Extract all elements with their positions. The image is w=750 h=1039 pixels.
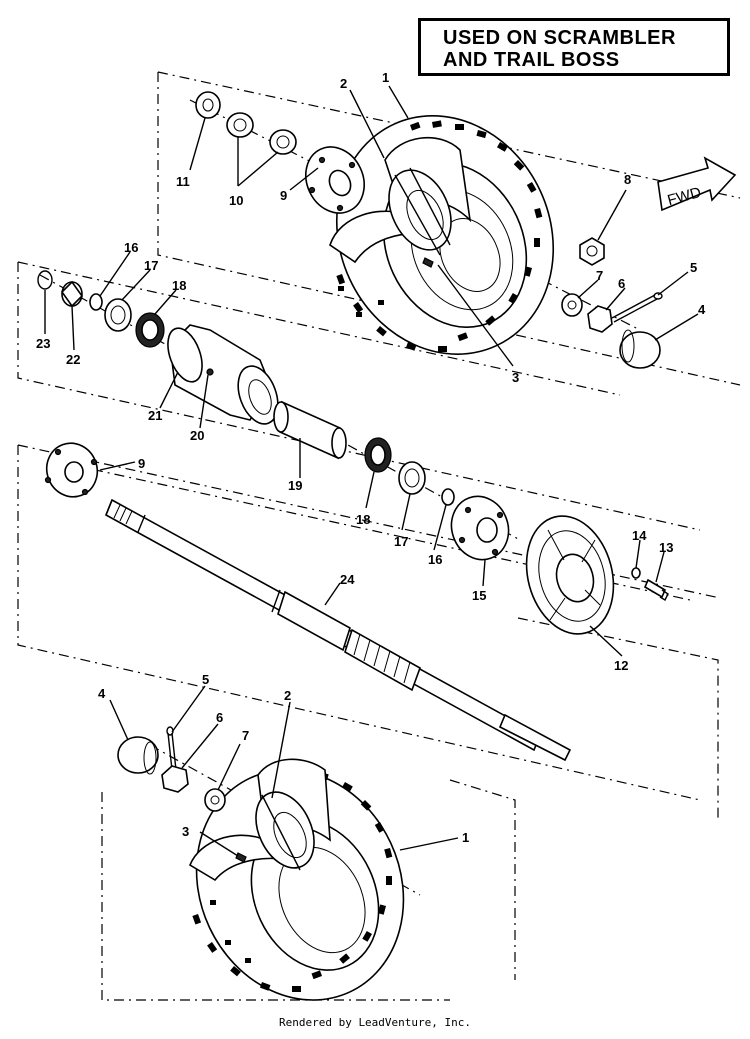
callout-3-bottom: 3 [182, 824, 189, 839]
bottom-cotter-pin [166, 726, 177, 771]
callout-4-top: 4 [698, 302, 706, 317]
callout-8-top: 8 [624, 172, 631, 187]
bottom-axle-cap [117, 736, 159, 775]
bearing-housing-assembly [37, 270, 455, 506]
callout-6-top: 6 [618, 276, 625, 291]
callout-9-top: 9 [280, 188, 287, 203]
callout-12-axle: 12 [614, 658, 628, 673]
axle-assembly [44, 442, 669, 762]
callout-5-bottom: 5 [202, 672, 209, 687]
axle-hub-9 [44, 442, 99, 498]
footer-credit: Rendered by LeadVenture, Inc. [278, 1016, 472, 1029]
spacer-tube-19 [273, 400, 347, 460]
callout-17-hub: 17 [144, 258, 158, 273]
top-wheel-assembly [195, 91, 663, 369]
top-washer [195, 91, 221, 119]
callout-labels: 1 2 3 4 5 6 7 8 9 10 11 16 17 18 19 20 2… [36, 70, 706, 845]
bearing-18 [135, 312, 165, 348]
callout-4-bottom: 4 [98, 686, 106, 701]
callout-20-hub: 20 [190, 428, 204, 443]
note-line-1: USED ON SCRAMBLER [443, 27, 676, 49]
top-castle-nut [587, 305, 613, 333]
top-wheel-hub [305, 146, 365, 214]
callout-7-bottom: 7 [242, 728, 249, 743]
callout-1-top: 1 [382, 70, 389, 85]
top-cotter-pin [611, 292, 663, 323]
leader-lines [44, 85, 699, 857]
bearing-22 [60, 280, 84, 308]
fwd-direction-arrow: FWD [657, 156, 737, 212]
top-valve-stem [422, 257, 434, 268]
seal-17b [398, 461, 426, 495]
callout-18-axle: 18 [356, 512, 370, 527]
callout-15-axle: 15 [472, 588, 486, 603]
lock-washer-14 [631, 567, 641, 579]
bearing-18b [364, 437, 392, 473]
callout-10-top: 10 [229, 193, 243, 208]
bottom-axle-washer [204, 788, 226, 812]
top-axle-washer [561, 293, 583, 317]
callout-16-hub: 16 [124, 240, 138, 255]
top-flange-nuts [226, 112, 297, 155]
snap-ring-23 [37, 270, 53, 290]
callout-13-axle: 13 [659, 540, 673, 555]
callout-14-axle: 14 [632, 528, 647, 543]
bolt-13 [643, 578, 669, 601]
bottom-castle-nut [161, 765, 189, 793]
model-note-box: USED ON SCRAMBLER AND TRAIL BOSS [418, 18, 730, 76]
callout-18-hub: 18 [172, 278, 186, 293]
callout-2-bottom: 2 [284, 688, 291, 703]
callout-23-hub: 23 [36, 336, 50, 351]
top-axle-cap [619, 329, 661, 369]
callout-24-axle: 24 [340, 572, 355, 587]
callout-2-top: 2 [340, 76, 347, 91]
top-wheel-rim [329, 136, 472, 264]
callout-21-hub: 21 [148, 408, 162, 423]
sprocket-hub-15 [450, 495, 510, 561]
axle-shaft-24 [104, 498, 572, 762]
callout-5-top: 5 [690, 260, 697, 275]
top-lock-nut [579, 237, 605, 266]
callout-16-axle: 16 [428, 552, 442, 567]
callout-9-axle: 9 [138, 456, 145, 471]
callout-17-axle: 17 [394, 534, 408, 549]
washer-16 [89, 293, 103, 311]
bearing-housing-21 [167, 324, 279, 425]
sprocket-12 [525, 515, 615, 635]
callout-19-hub: 19 [288, 478, 302, 493]
callout-3-top: 3 [512, 370, 519, 385]
callout-7-top: 7 [596, 268, 603, 283]
bottom-wheel-assembly [117, 726, 405, 1001]
washer-16b [441, 488, 455, 506]
callout-6-bottom: 6 [216, 710, 223, 725]
note-line-2: AND TRAIL BOSS [443, 49, 620, 71]
bottom-tire [192, 765, 405, 1001]
callout-11-top: 11 [176, 174, 190, 189]
bottom-valve-stem [235, 852, 247, 863]
callout-1-bottom: 1 [462, 830, 469, 845]
seal-17 [104, 298, 132, 332]
callout-22-hub: 22 [66, 352, 80, 367]
